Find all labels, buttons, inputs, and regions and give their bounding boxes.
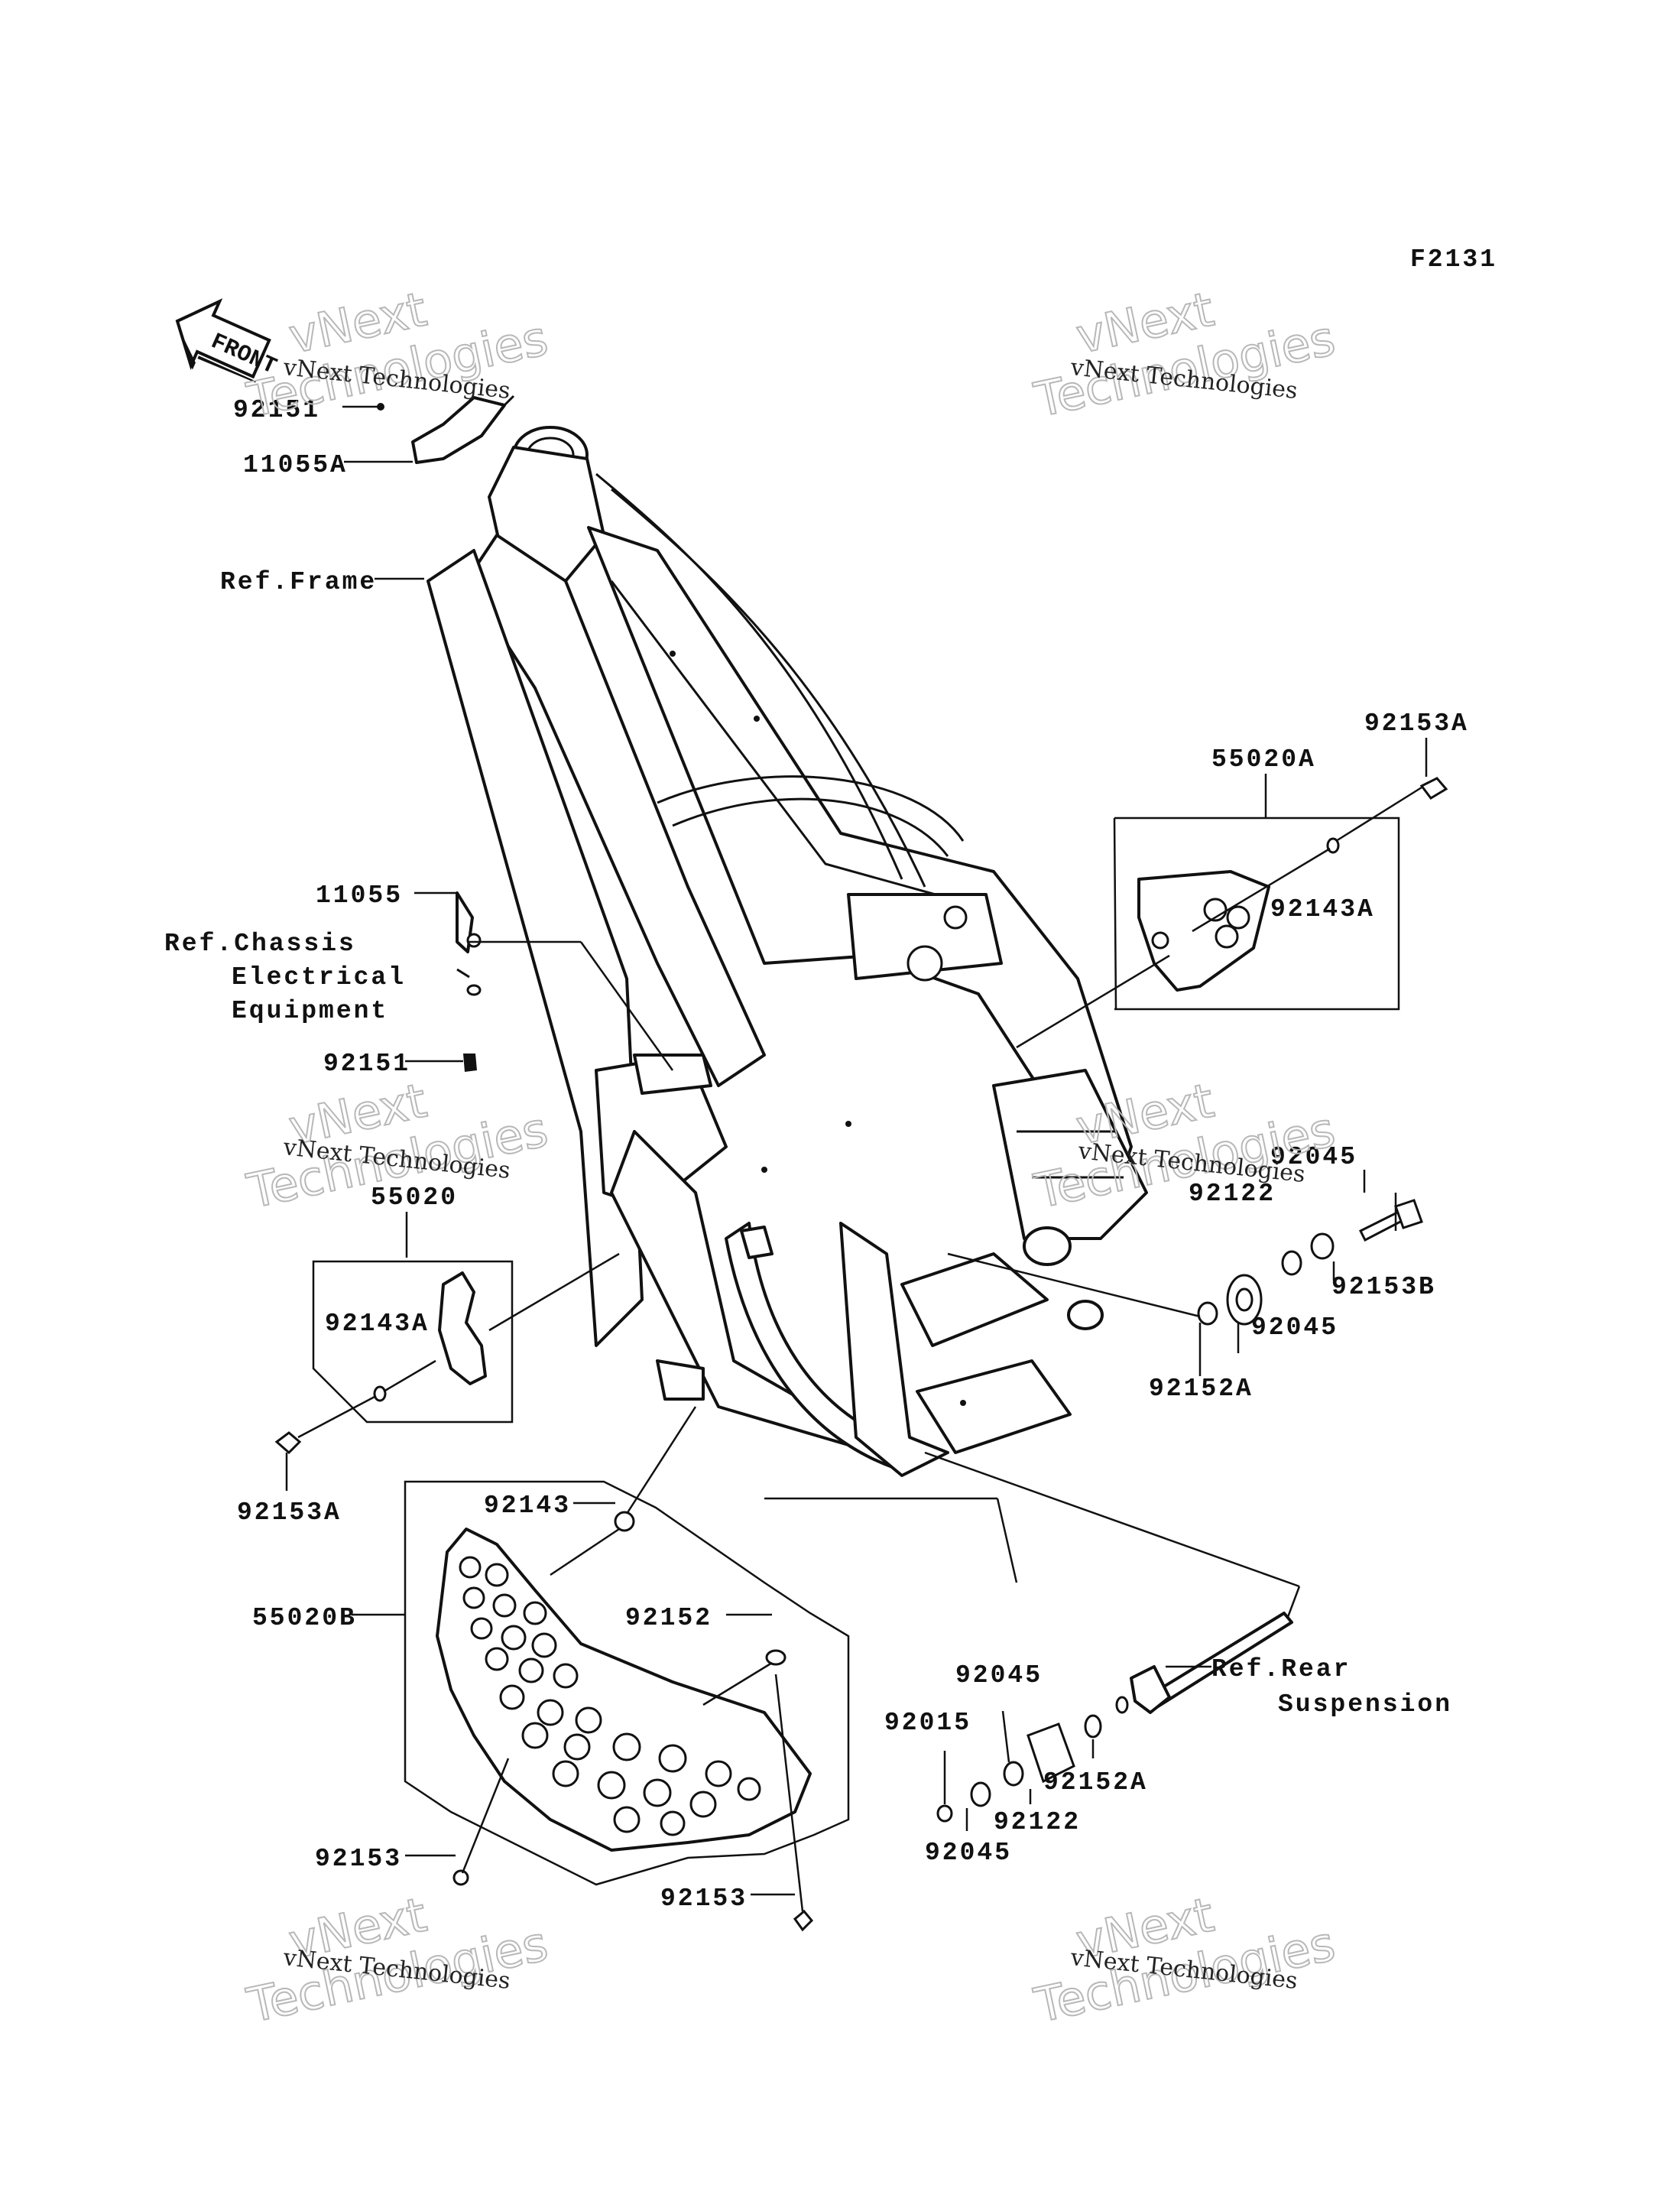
label-55020B: 55020B [252, 1604, 357, 1632]
label-92015: 92015 [884, 1709, 971, 1737]
label-92143A-right: 92143A [1270, 895, 1375, 924]
label-92143A-left: 92143A [325, 1310, 430, 1338]
pivot-collar-set-bottom [936, 1714, 1102, 1823]
label-ref-chassis-line3: Equipment [232, 997, 388, 1025]
label-92153A-left: 92153A [237, 1498, 342, 1527]
label-55020A: 55020A [1211, 745, 1316, 774]
label-11055: 11055 [316, 881, 403, 910]
label-ref-rear-line2: Suspension [1278, 1690, 1452, 1719]
label-55020: 55020 [371, 1183, 458, 1212]
leader-lines [285, 405, 1428, 1896]
diagram-code: F2131 [1410, 245, 1497, 274]
label-ref-chassis-line1: Ref.Chassis [164, 930, 356, 958]
label-92045-bottom-1: 92045 [955, 1661, 1043, 1690]
label-92151-top: 92151 [233, 396, 320, 424]
motorcycle-frame [426, 426, 1148, 1477]
label-92152A-right: 92152A [1149, 1375, 1254, 1403]
cable-guide-11055A [377, 394, 515, 464]
label-92122-bottom: 92122 [994, 1808, 1081, 1836]
label-92045-bottom-2: 92045 [925, 1839, 1012, 1867]
label-11055A: 11055A [243, 451, 348, 479]
label-ref-chassis-line2: Electrical [232, 963, 406, 992]
label-92151-mid: 92151 [323, 1050, 410, 1078]
label-92152: 92152 [625, 1604, 712, 1632]
label-92153A-right: 92153A [1364, 709, 1469, 738]
label-92122-right: 92122 [1189, 1180, 1276, 1208]
label-92153-bottom: 92153 [660, 1885, 748, 1913]
label-ref-rear-line1: Ref.Rear [1211, 1655, 1351, 1683]
label-92143: 92143 [484, 1492, 571, 1520]
pivot-collar-set-right [947, 1199, 1423, 1326]
watermark-bottom-right: Technologies vNext [1029, 1886, 1341, 2034]
frame-guard-55020A [1016, 777, 1448, 1049]
watermark-bottom-left: Technologies vNext [242, 1886, 553, 2034]
cable-guide-11055 [456, 891, 482, 1072]
label-92153B: 92153B [1331, 1273, 1436, 1301]
label-92152A-bottom: 92152A [1043, 1768, 1148, 1797]
rear-suspension-axle [924, 1451, 1301, 1714]
skid-plate-55020B [404, 1406, 1018, 1932]
label-92153-left: 92153 [315, 1845, 402, 1873]
part-labels: 92151 11055A Ref.Frame 92153A 55020A 921… [164, 396, 1469, 1913]
label-ref-frame: Ref.Frame [220, 568, 377, 596]
frame-guard-55020 [274, 1252, 620, 1455]
label-92045-right-1: 92045 [1270, 1143, 1357, 1171]
label-92045-right-2: 92045 [1251, 1313, 1338, 1342]
